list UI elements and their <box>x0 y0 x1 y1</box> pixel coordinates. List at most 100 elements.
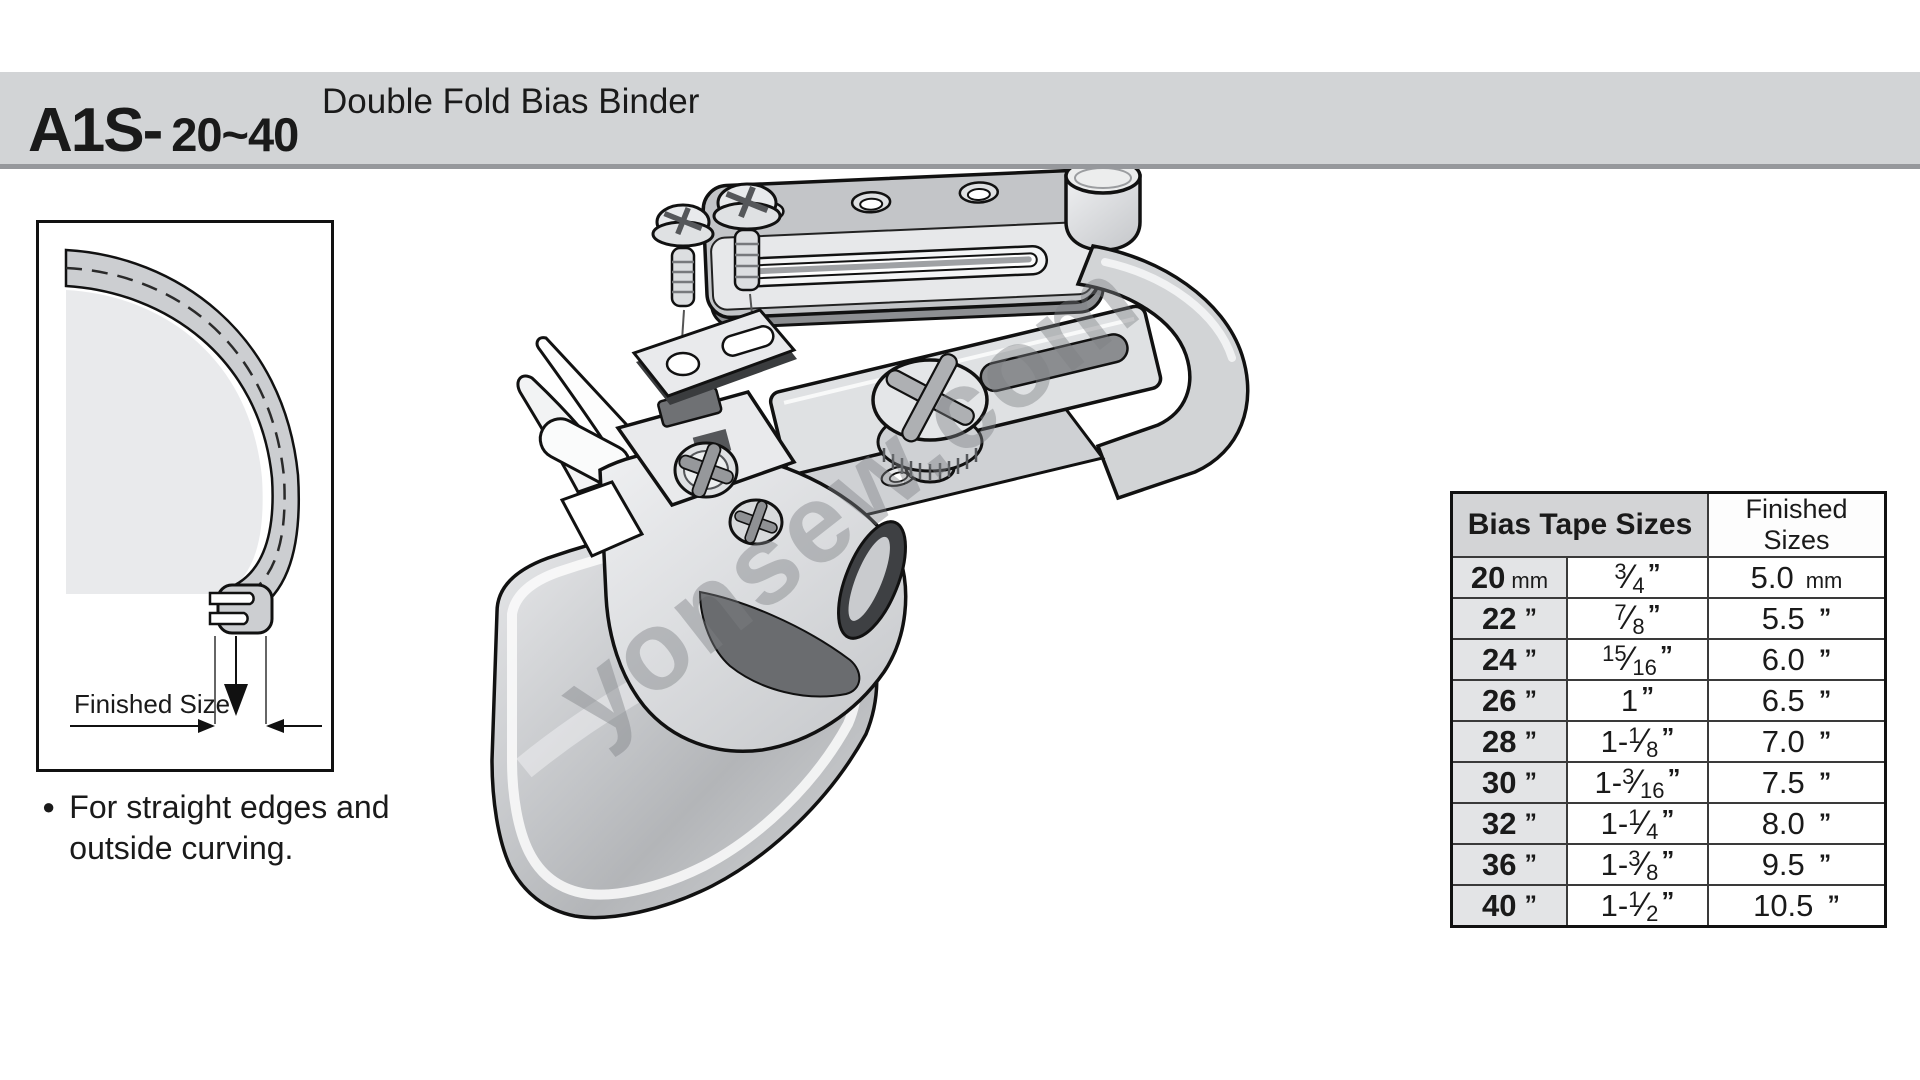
finished-size: 7.0 <box>1761 723 1805 759</box>
table-row: 40” 1-1⁄2” 10.5” <box>1450 884 1887 928</box>
ditto-mark: ” <box>1524 767 1537 796</box>
usage-note: ● For straight edges and outside curving… <box>42 787 389 869</box>
arm-highlight <box>1101 258 1236 362</box>
ditto-mark: ” <box>1827 890 1840 919</box>
fraction-numerator: 1 <box>1628 723 1641 748</box>
screw-threads <box>735 242 759 279</box>
finished-size-diagram-box <box>36 220 334 772</box>
fraction-numerator: 1 <box>1628 805 1641 830</box>
inch-prefix: 1- <box>1600 847 1629 882</box>
inch-mark: ” <box>1641 681 1655 711</box>
size-mm: 40 <box>1482 887 1517 923</box>
ditto-mark: ” <box>1524 726 1537 755</box>
fraction-slash: ⁄ <box>1640 804 1647 842</box>
binder-head <box>516 336 908 753</box>
ditto-mark: ” <box>1818 849 1832 878</box>
model-range: 20~40 <box>171 108 299 161</box>
table-row: 24” 15⁄16” 6.0” <box>1450 638 1887 681</box>
guide-post <box>1064 157 1142 252</box>
fraction-slash: ⁄ <box>1634 763 1641 801</box>
fraction-numerator: 1 <box>1628 887 1641 912</box>
finished-size: 5.5 <box>1761 600 1805 636</box>
plate-slot-shadow <box>754 256 1032 275</box>
fraction-denominator: 16 <box>1640 778 1665 803</box>
phillips-cross-icon <box>885 353 975 443</box>
usage-note-line1: For straight edges and <box>69 789 390 825</box>
ditto-mark: ” <box>1524 603 1537 632</box>
fraction-denominator: 8 <box>1632 614 1645 639</box>
finished-size-label: Finished Size <box>74 689 231 719</box>
dimension-arrow-right-icon <box>198 719 215 733</box>
inch-mark: ” <box>1661 804 1675 834</box>
exit-ring-inner <box>848 536 890 621</box>
ditto-mark: ” <box>1818 726 1832 755</box>
hole-icon <box>966 187 991 202</box>
phillips-cross-icon <box>663 206 703 236</box>
finished-unit: mm <box>1805 567 1843 593</box>
slide-bar-highlight <box>783 316 1135 405</box>
screw-shaft <box>670 246 696 308</box>
inch-prefix: 1 <box>1620 683 1639 718</box>
size-mm: 36 <box>1482 846 1517 882</box>
fraction-numerator: 3 <box>1614 559 1627 584</box>
fold-upper-lip <box>208 591 255 606</box>
fraction-denominator: 4 <box>1646 819 1659 844</box>
usage-note-text: For straight edges and outside curving. <box>69 787 389 869</box>
ditto-mark: ” <box>1818 644 1832 673</box>
inch-prefix: 1- <box>1600 888 1629 923</box>
size-mm: 32 <box>1482 805 1517 841</box>
fraction-slash: ⁄ <box>1626 599 1633 637</box>
fraction-numerator: 3 <box>1628 846 1641 871</box>
finished-size: 10.5 <box>1753 887 1814 923</box>
inch-mark: ” <box>1647 599 1661 629</box>
shim-plate <box>631 308 797 405</box>
hole-icon <box>859 197 884 211</box>
phillips-cross-icon <box>725 186 769 218</box>
table-row: 36” 1-3⁄8” 9.5” <box>1450 843 1887 886</box>
fraction-slash: ⁄ <box>1640 845 1647 883</box>
cross-bar <box>691 442 722 498</box>
tape-exit <box>837 520 907 640</box>
fabric-area <box>66 290 263 594</box>
table-row: 30” 1-3⁄16” 7.5” <box>1450 761 1887 804</box>
phillips-cross-icon <box>678 442 734 498</box>
table-row: 26” 1” 6.5” <box>1450 679 1887 722</box>
inch-mark: ” <box>1661 845 1675 875</box>
inch-prefix: 1- <box>1594 765 1623 800</box>
fraction-slash: ⁄ <box>1640 886 1647 924</box>
ditto-mark: ” <box>1524 685 1537 714</box>
bullet-icon: ● <box>42 794 56 819</box>
size-mm: 28 <box>1482 723 1517 759</box>
inch-prefix: 1- <box>1600 724 1629 759</box>
phillips-cross-icon <box>734 500 778 544</box>
fraction-denominator: 2 <box>1646 901 1659 926</box>
size-unit: mm <box>1511 567 1549 593</box>
fraction-numerator: 3 <box>1622 764 1635 789</box>
ditto-mark: ” <box>1818 685 1832 714</box>
page-title: A1S- 20~40 <box>28 95 299 166</box>
fraction-numerator: 15 <box>1602 641 1627 666</box>
fold-lower-lip <box>208 611 249 626</box>
bound-edge-diagram <box>64 248 322 733</box>
size-mm: 30 <box>1482 764 1517 800</box>
fraction-slash: ⁄ <box>1626 640 1633 678</box>
ditto-mark: ” <box>1818 603 1832 632</box>
mounting-plate <box>701 168 1105 329</box>
bias-tape-sizes-header: Bias Tape Sizes <box>1450 491 1709 558</box>
shim-slot-hole <box>721 325 775 357</box>
inch-mark: ” <box>1661 886 1675 916</box>
screw-icon <box>651 203 715 308</box>
finished-size: 8.0 <box>1761 805 1805 841</box>
fraction-slash: ⁄ <box>1626 558 1633 596</box>
size-mm: 26 <box>1482 682 1517 718</box>
inch-mark: ” <box>1661 722 1675 752</box>
size-mm: 24 <box>1482 641 1517 677</box>
ditto-mark: ” <box>1818 808 1832 837</box>
dimension-arrow-left-icon <box>266 719 284 733</box>
finished-sizes-header: Finished Sizes <box>1707 491 1887 558</box>
arm-body <box>1075 244 1250 501</box>
ditto-mark: ” <box>1524 644 1537 673</box>
